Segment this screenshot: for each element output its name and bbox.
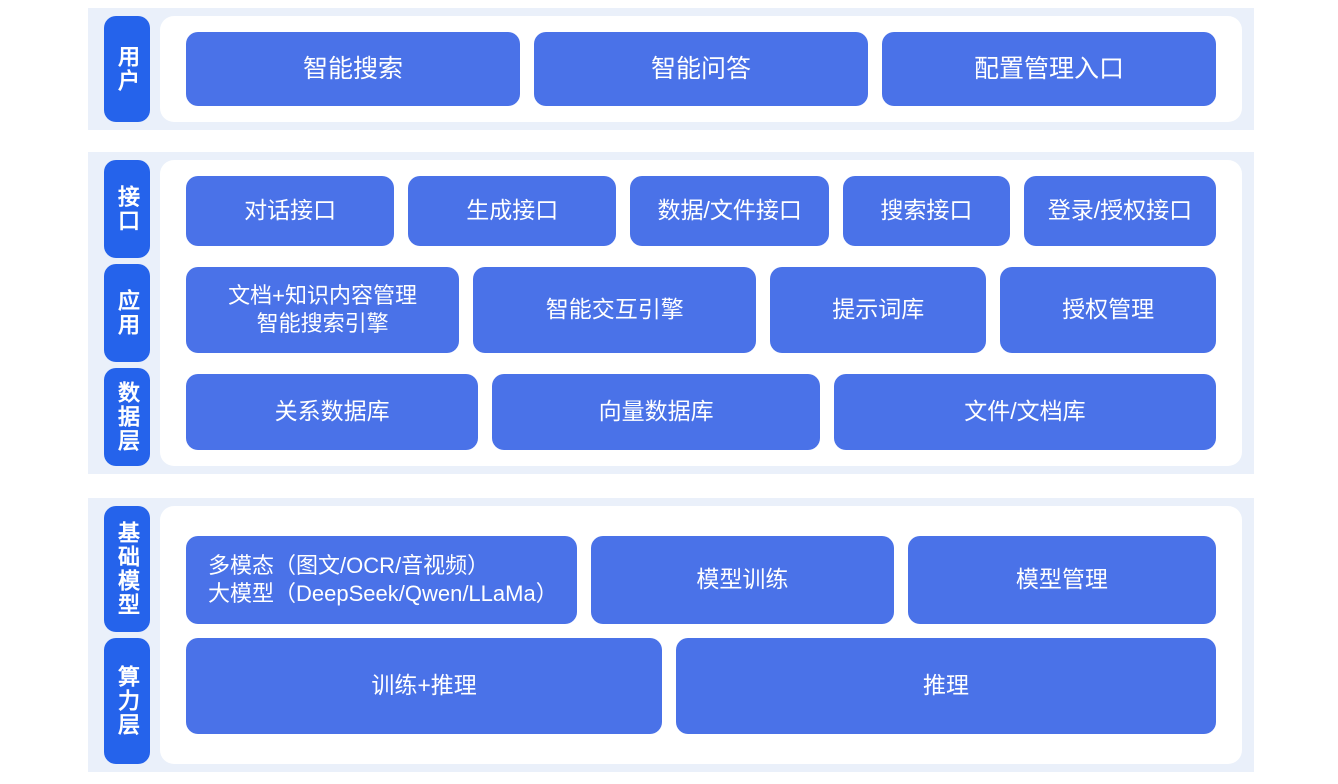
layer-tab-data-label: 数据层 <box>114 381 140 453</box>
layer-tab-application[interactable]: 应用 <box>104 264 150 362</box>
box-prompt-library[interactable]: 提示词库 <box>770 267 987 353</box>
row-base-model: 多模态（图文/OCR/音视频） 大模型（DeepSeek/Qwen/LLaMa）… <box>186 536 1217 624</box>
layer-tab-base-model[interactable]: 基础模型 <box>104 506 150 632</box>
box-data-file-api[interactable]: 数据/文件接口 <box>630 176 830 246</box>
box-model-management[interactable]: 模型管理 <box>907 536 1217 624</box>
layer-tab-users[interactable]: 用户 <box>104 16 150 122</box>
row-data: 关系数据库 向量数据库 文件/文档库 <box>186 374 1216 450</box>
layer-band-users: 用户 智能搜索 智能问答 配置管理入口 <box>88 8 1254 130</box>
box-smart-search[interactable]: 智能搜索 <box>186 32 520 106</box>
panel-middle: 对话接口 生成接口 数据/文件接口 搜索接口 登录/授权接口 文档+知识内容管理… <box>160 160 1242 466</box>
box-model-training[interactable]: 模型训练 <box>590 536 894 624</box>
box-multimodal-large-model[interactable]: 多模态（图文/OCR/音视频） 大模型（DeepSeek/Qwen/LLaMa） <box>186 536 577 624</box>
layer-band-middle: 接口 应用 数据层 对话接口 生成接口 数据/文件接口 搜索接口 登录/授权接口… <box>88 152 1254 474</box>
tab-column-users: 用户 <box>88 8 150 130</box>
box-inference[interactable]: 推理 <box>676 638 1216 734</box>
box-dialog-api[interactable]: 对话接口 <box>186 176 395 246</box>
box-training-and-inference[interactable]: 训练+推理 <box>186 638 663 734</box>
layer-band-base: 基础模型 算力层 多模态（图文/OCR/音视频） 大模型（DeepSeek/Qw… <box>88 498 1254 772</box>
box-relational-database[interactable]: 关系数据库 <box>186 374 479 450</box>
panel-base: 多模态（图文/OCR/音视频） 大模型（DeepSeek/Qwen/LLaMa）… <box>160 506 1242 764</box>
box-login-auth-api[interactable]: 登录/授权接口 <box>1023 176 1217 246</box>
box-search-api[interactable]: 搜索接口 <box>843 176 1010 246</box>
row-compute: 训练+推理 推理 <box>186 638 1216 734</box>
box-config-management-entry[interactable]: 配置管理入口 <box>882 32 1216 106</box>
layer-tab-data[interactable]: 数据层 <box>104 368 150 466</box>
layer-tab-base-model-label: 基础模型 <box>114 521 140 617</box>
layer-tab-users-label: 用户 <box>114 45 140 93</box>
layer-tab-compute-label: 算力层 <box>114 665 140 737</box>
box-authorization-management[interactable]: 授权管理 <box>1000 267 1217 353</box>
box-smart-qa[interactable]: 智能问答 <box>534 32 868 106</box>
layer-tab-interface[interactable]: 接口 <box>104 160 150 258</box>
tab-column-middle: 接口 应用 数据层 <box>88 152 150 474</box>
tab-column-base: 基础模型 算力层 <box>88 498 150 772</box>
layer-tab-compute[interactable]: 算力层 <box>104 638 150 764</box>
box-smart-interaction-engine[interactable]: 智能交互引擎 <box>473 267 757 353</box>
panel-users: 智能搜索 智能问答 配置管理入口 <box>160 16 1242 122</box>
box-file-document-store[interactable]: 文件/文档库 <box>833 374 1216 450</box>
row-application: 文档+知识内容管理 智能搜索引擎 智能交互引擎 提示词库 授权管理 <box>186 267 1217 353</box>
box-vector-database[interactable]: 向量数据库 <box>492 374 820 450</box>
row-users: 智能搜索 智能问答 配置管理入口 <box>186 32 1216 106</box>
box-generate-api[interactable]: 生成接口 <box>408 176 617 246</box>
layer-tab-application-label: 应用 <box>114 289 140 337</box>
box-doc-knowledge-management[interactable]: 文档+知识内容管理 智能搜索引擎 <box>186 267 460 353</box>
layer-tab-interface-label: 接口 <box>114 185 140 233</box>
row-interface: 对话接口 生成接口 数据/文件接口 搜索接口 登录/授权接口 <box>186 176 1217 246</box>
